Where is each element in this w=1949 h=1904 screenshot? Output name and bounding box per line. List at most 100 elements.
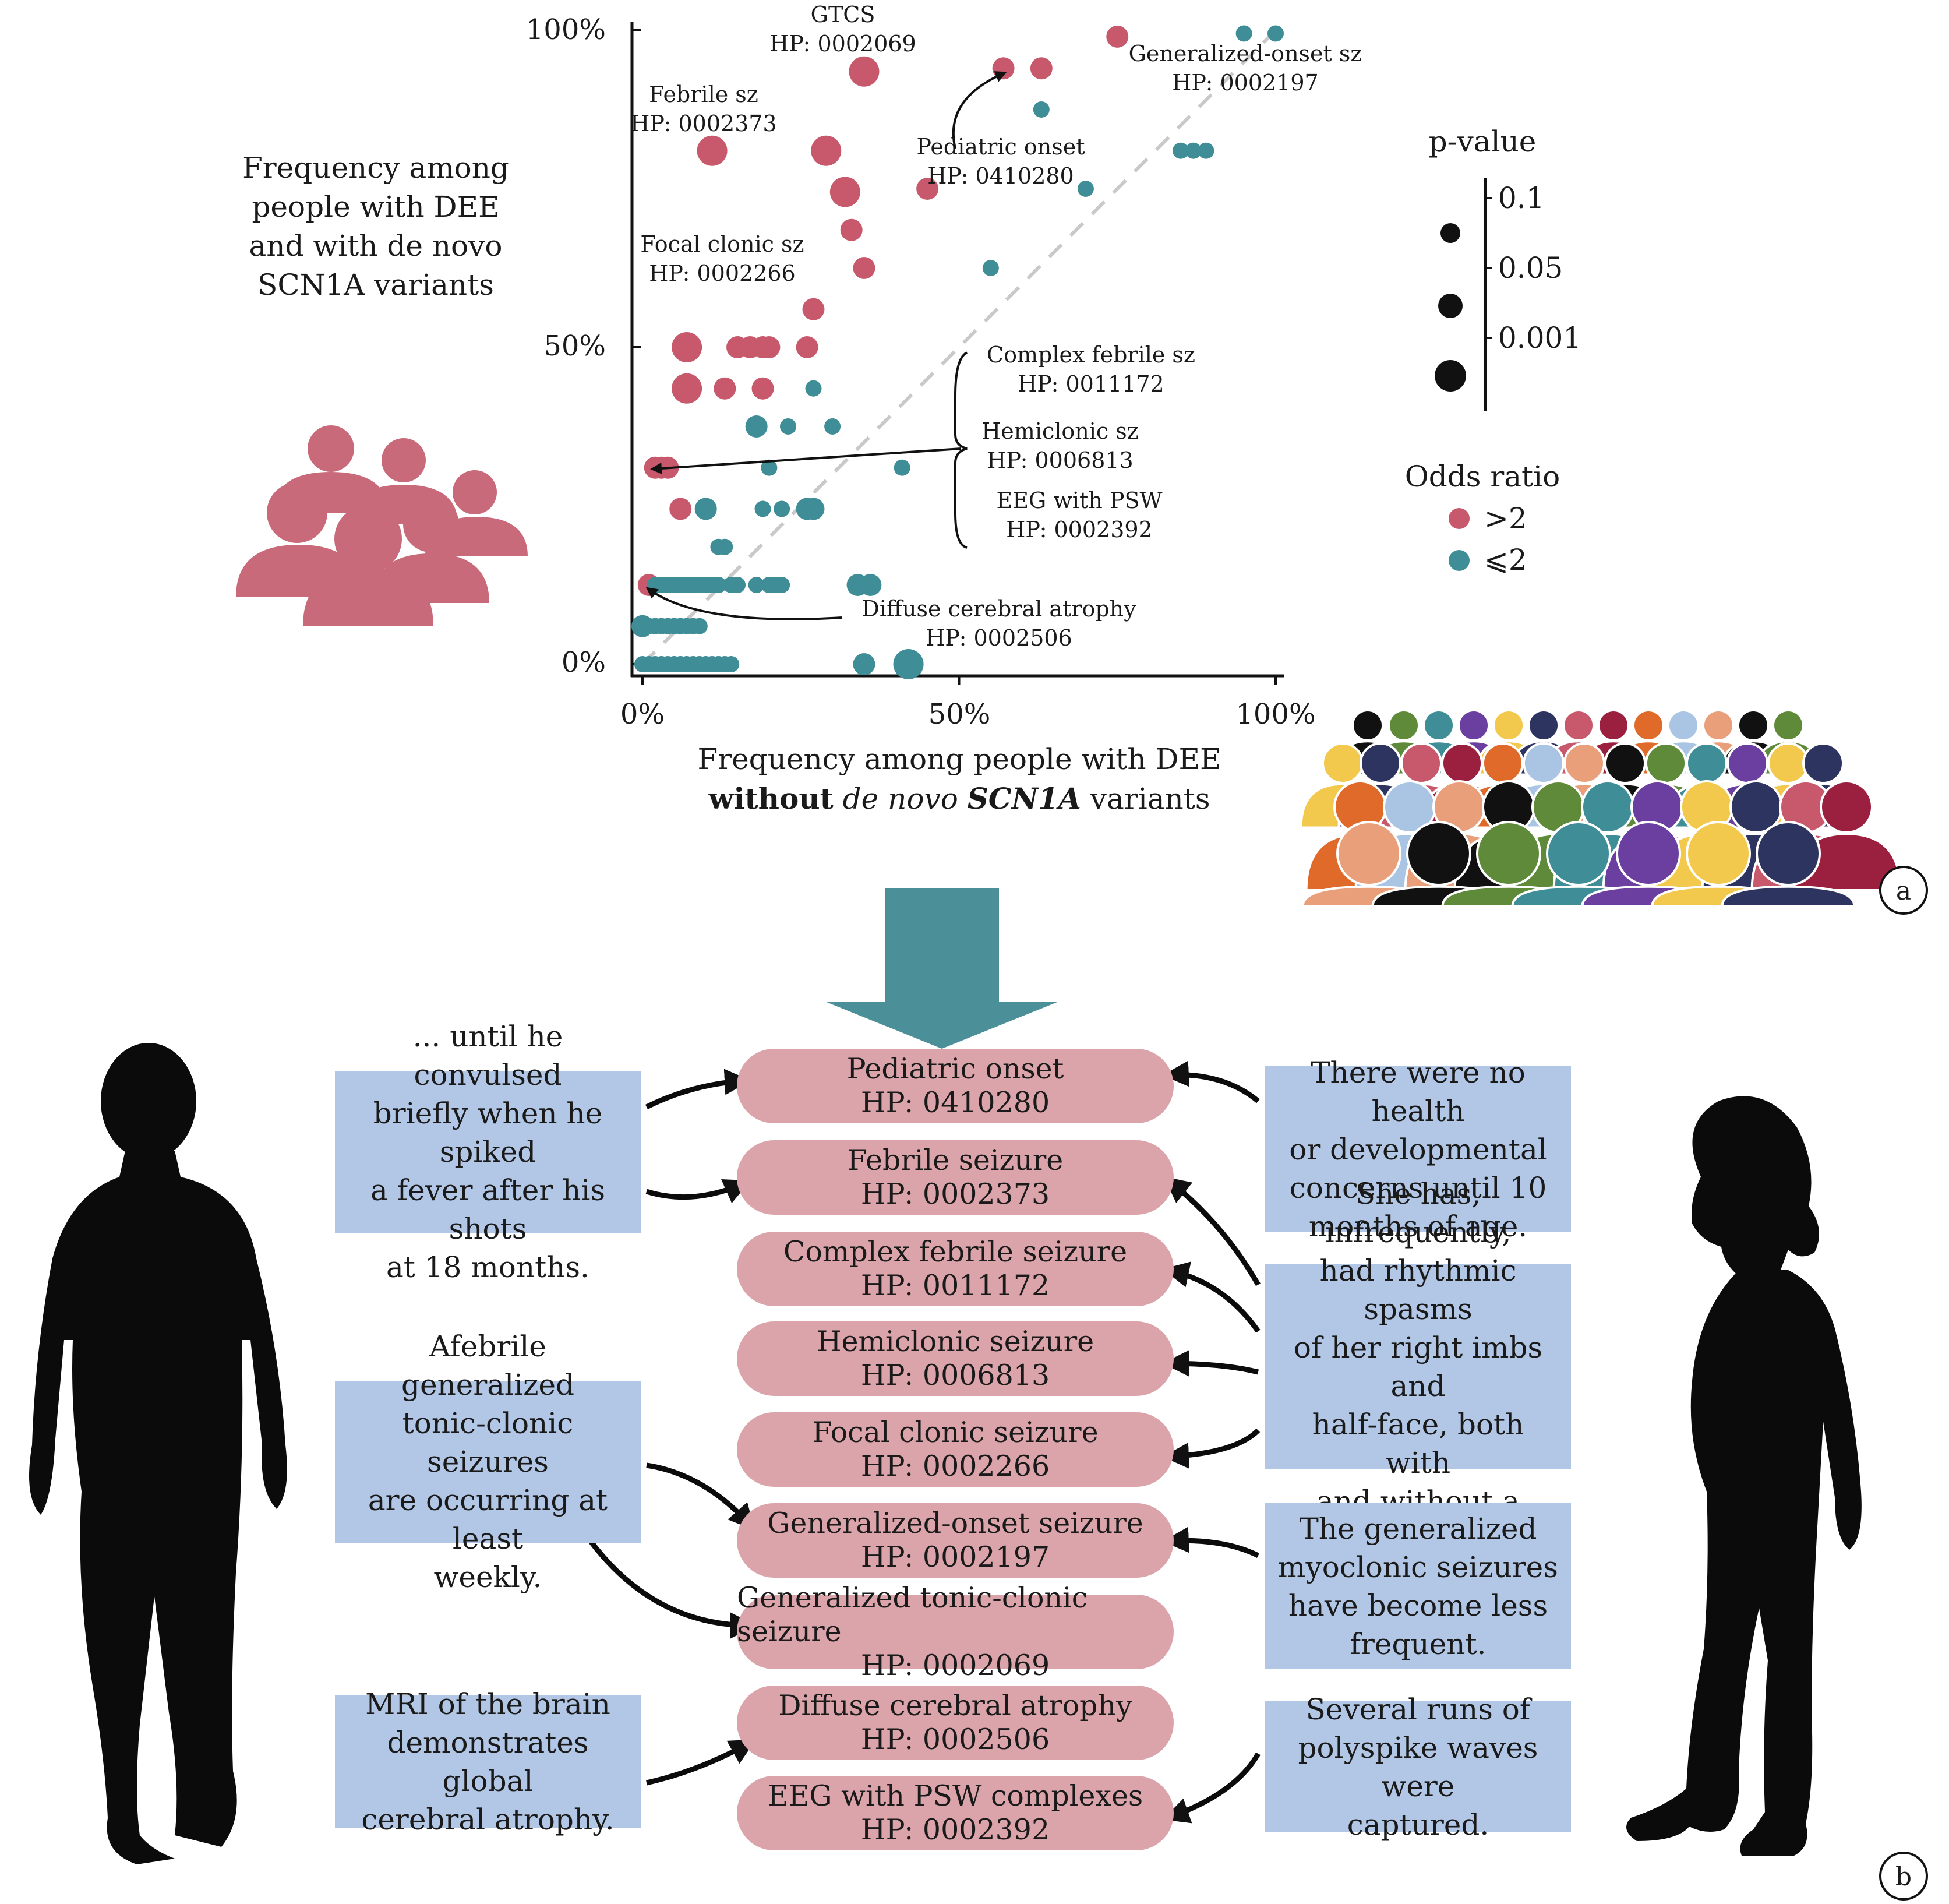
scatter-point <box>672 332 702 362</box>
term-pill-eeg-psw: EEG with PSW complexes HP: 0002392 <box>737 1776 1174 1850</box>
pvalue-dot-large <box>1435 360 1466 392</box>
panel-label-b: b <box>1895 1862 1912 1892</box>
scatter-point <box>758 336 781 358</box>
arrow-right-2c <box>1163 1350 1259 1377</box>
term-pill-gtcs: Generalized tonic-clonic seizure HP: 000… <box>737 1581 1174 1682</box>
pvalue-legend-title: p-value <box>1429 125 1537 158</box>
x-axis-title-line1: Frequency among people with DEE <box>698 742 1221 776</box>
scatter-point <box>716 538 733 555</box>
scatter-point <box>1198 142 1214 159</box>
arrow-right-2d <box>1163 1428 1261 1469</box>
pvalue-dot-small <box>1440 223 1460 243</box>
term-hp: HP: 0002197 <box>860 1540 1050 1574</box>
panel-label-b-circle <box>1879 1852 1928 1901</box>
term-hp: HP: 0002266 <box>860 1450 1050 1483</box>
scatter-point <box>916 178 939 200</box>
term-hp: HP: 0002069 <box>860 1649 1050 1682</box>
x-axis-title-bolditalic: SCN1A <box>968 781 1081 816</box>
term-name: Pediatric onset <box>846 1052 1064 1085</box>
scatter-point <box>748 577 765 593</box>
note-right-myoclonic: The generalized myoclonic seizures have … <box>1265 1503 1571 1669</box>
scatter-point <box>893 649 924 679</box>
arrow-right-2a <box>1163 1176 1261 1286</box>
arrow-right-3 <box>1163 1526 1260 1559</box>
term-pill-pediatric-onset: Pediatric onset HP: 0410280 <box>737 1049 1174 1123</box>
diverse-crowd-icon <box>1300 709 1902 907</box>
x-axis-title-rest: variants <box>1081 782 1210 816</box>
panel-label-a-circle <box>1879 866 1928 915</box>
annotation-name: Pediatric onset <box>916 134 1085 160</box>
annotation-name: Febrile sz <box>649 82 758 107</box>
arrow-left-3 <box>646 1739 756 1786</box>
pvalue-level: 0.05 <box>1498 251 1563 285</box>
term-name: Focal clonic seizure <box>812 1416 1099 1449</box>
x-axis-title-italic: de novo <box>834 782 968 816</box>
scatter-point <box>796 336 818 358</box>
term-pill-generalized-onset-seizure: Generalized-onset seizure HP: 0002197 <box>737 1503 1174 1578</box>
odds-legend-title: Odds ratio <box>1405 460 1560 493</box>
note-right-no-concerns: There were no health or developmental co… <box>1265 1056 1571 1243</box>
note-left-convulsed: ... until he convulsed briefly when he s… <box>335 1020 641 1284</box>
annotation-hp: HP: 0002266 <box>649 260 795 286</box>
annotation-name: EEG with PSW <box>996 488 1162 513</box>
term-name: Hemiclonic seizure <box>816 1325 1094 1358</box>
odds-high-label: >2 <box>1484 502 1527 535</box>
panel-label-a: a <box>1896 876 1911 906</box>
term-hp: HP: 0002506 <box>860 1723 1050 1756</box>
term-pill-diffuse-cerebral-atrophy: Diffuse cerebral atrophy HP: 0002506 <box>737 1686 1174 1760</box>
term-hp: HP: 0002392 <box>860 1813 1050 1846</box>
scatter-point <box>894 459 910 476</box>
annotation-hp: HP: 0006813 <box>987 447 1133 473</box>
legend: p-value 0.1 0.05 0.001 Odds ratio >2 ⩽2 <box>1405 125 1581 577</box>
scatter-point <box>1077 181 1094 197</box>
scatter-point <box>1106 25 1129 48</box>
arrow-right-1 <box>1163 1060 1260 1103</box>
pediatric-onset-connector <box>952 71 1007 149</box>
point-annotations: GTCS HP: 0002069 Febrile sz HP: 0002373 … <box>630 2 1362 651</box>
term-name: Generalized-onset seizure <box>767 1507 1143 1540</box>
scatter-point <box>859 574 882 596</box>
arrow-left-2b <box>586 1536 757 1639</box>
y-tick-label: 100% <box>526 13 606 46</box>
bracket-connector <box>954 351 968 549</box>
y-axis-title-line: people with DEE <box>252 190 499 224</box>
term-pill-hemiclonic-seizure: Hemiclonic seizure HP: 0006813 <box>737 1321 1174 1396</box>
arrow-left-1a <box>645 1069 751 1110</box>
term-hp: HP: 0410280 <box>860 1086 1050 1119</box>
note-right-rhythmic-spasms: She has, infrequently, had rhythmic spas… <box>1265 1177 1571 1557</box>
scatter-point <box>829 177 860 207</box>
group-people-icon-pink <box>236 425 528 626</box>
scatter-point <box>780 418 797 435</box>
term-name: Febrile seizure <box>847 1144 1064 1177</box>
y-axis-title-line: Frequency among <box>242 151 509 185</box>
term-hp: HP: 0011172 <box>860 1269 1050 1302</box>
scatter-point <box>849 56 880 87</box>
annotation-name: GTCS <box>811 2 875 27</box>
note-left-afebrile-gtcs: Afebrile generalized tonic-clonic seizur… <box>335 1330 641 1594</box>
scatter-point <box>774 500 790 517</box>
term-pill-complex-febrile-seizure: Complex febrile seizure HP: 0011172 <box>737 1232 1174 1306</box>
y-tick-label: 50% <box>543 330 606 362</box>
pvalue-level: 0.001 <box>1498 321 1581 355</box>
annotation-hp: HP: 0002392 <box>1006 517 1152 542</box>
scatter-point <box>1185 142 1202 159</box>
x-tick-label: 100% <box>1235 698 1315 731</box>
bracket-arrow <box>650 447 962 474</box>
x-axis-title-line2: without de novo SCN1A variants <box>708 781 1210 816</box>
annotation-name: Diffuse cerebral atrophy <box>861 596 1136 622</box>
term-name: Complex febrile seizure <box>783 1235 1128 1268</box>
scatter-point <box>840 218 863 241</box>
y-axis-title-line: SCN1A variants <box>257 268 494 302</box>
odds-low-label: ⩽2 <box>1484 543 1527 577</box>
scatter-point <box>982 260 999 276</box>
term-hp: HP: 0002373 <box>860 1177 1050 1211</box>
note-to-term-arrows <box>586 1060 1261 1824</box>
scatter-point <box>853 257 875 279</box>
annotation-hp: HP: 0011172 <box>1018 371 1164 397</box>
down-arrow-icon <box>827 888 1057 1049</box>
annotation-hp: HP: 0002197 <box>1172 70 1318 96</box>
crowd-person <box>1721 821 1856 907</box>
y-axis-title-line: and with de novo <box>249 229 502 263</box>
pvalue-level: 0.1 <box>1498 181 1545 215</box>
